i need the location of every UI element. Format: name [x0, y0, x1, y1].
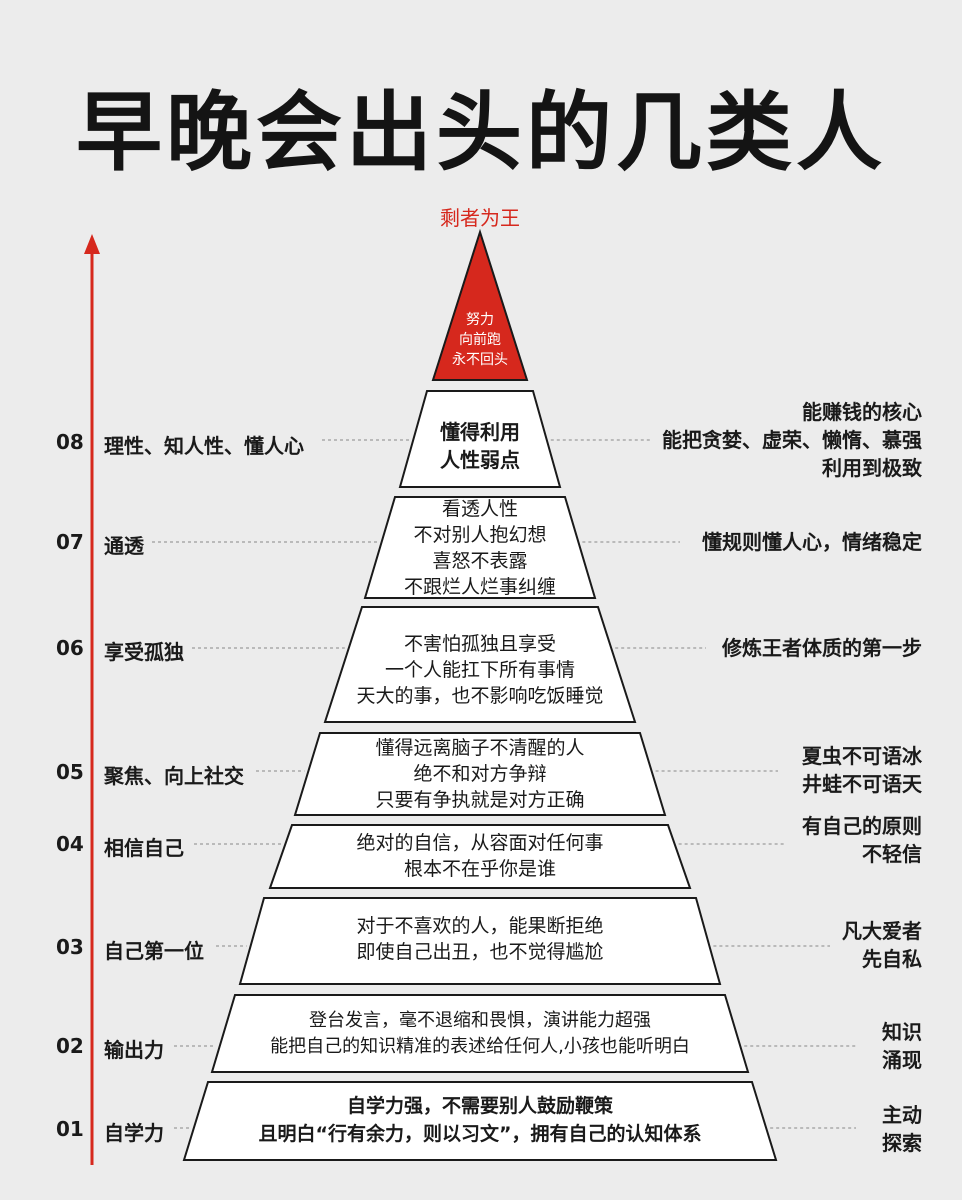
right-line: 利用到极致: [822, 456, 922, 480]
right-line: 先自私: [862, 947, 922, 971]
tier-line: 对于不喜欢的人，能果断拒绝: [356, 915, 604, 937]
tier-04-shape: [268, 824, 692, 889]
tier-line: 根本不在乎你是谁: [403, 858, 556, 880]
tier-06-shape: [323, 606, 637, 723]
tier-02-shape: [210, 994, 750, 1073]
tier-line: 绝对的自信，从容面对任何事: [356, 832, 604, 854]
tier-07-center: 看透人性 不对别人抱幻想 喜怒不表露 不跟烂人烂事纠缠: [380, 496, 580, 600]
tier-01-left-label: 自学力: [104, 1121, 164, 1145]
tier-line: 绝不和对方争辩: [413, 763, 547, 785]
tier-07-number: 07: [56, 530, 84, 554]
apex-text: 努力 向前跑 永不回头: [430, 310, 530, 370]
right-line: 主动: [882, 1103, 922, 1127]
right-line: 懂规则懂人心，情绪稳定: [702, 530, 922, 554]
tier-05-center: 懂得远离脑子不清醒的人 绝不和对方争辩 只要有争执就是对方正确: [330, 735, 630, 813]
tier-line: 人性弱点: [440, 448, 520, 472]
tier-07-shape: [363, 496, 597, 599]
tier-line: 即使自己出丑，也不觉得尴尬: [356, 941, 604, 963]
right-line: 有自己的原则: [802, 814, 922, 838]
tier-line: 懂得利用: [440, 420, 520, 444]
tier-04-center: 绝对的自信，从容面对任何事 根本不在乎你是谁: [300, 830, 660, 882]
tier-04-left-label: 相信自己: [104, 836, 184, 860]
apex-triangle: [431, 228, 529, 381]
tier-08-left-label: 理性、知人性、懂人心: [104, 434, 304, 458]
tier-02-right-label: 知识 涌现: [882, 1018, 922, 1074]
right-line: 能赚钱的核心: [802, 400, 922, 424]
tier-02-center: 登台发言，毫不退缩和畏惧，演讲能力超强 能把自己的知识精准的表述给任何人,小孩也…: [215, 1008, 745, 1060]
tier-line: 不跟烂人烂事纠缠: [403, 576, 556, 598]
tier-06-center: 不害怕孤独且享受 一个人能扛下所有事情 天大的事，也不影响吃饭睡觉: [340, 631, 620, 709]
tier-03-shape: [238, 897, 722, 985]
tier-01-right-label: 主动 探索: [882, 1101, 922, 1157]
tier-line: 喜怒不表露: [432, 550, 528, 572]
tier-04-number: 04: [56, 832, 84, 856]
tier-02-number: 02: [56, 1034, 84, 1058]
tier-08-number: 08: [56, 430, 84, 454]
right-line: 不轻信: [862, 842, 922, 866]
tier-02-left-label: 输出力: [104, 1038, 164, 1062]
progress-arrow-head: [84, 234, 100, 254]
tier-01-shape: [182, 1081, 778, 1161]
tier-08-shape: [398, 390, 562, 488]
right-line: 凡大爱者: [842, 919, 922, 943]
tier-line: 不对别人抱幻想: [413, 524, 547, 546]
tier-line: 能把自己的知识精准的表述给任何人,小孩也能听明白: [270, 1036, 690, 1057]
right-line: 涌现: [882, 1048, 922, 1072]
tier-line: 一个人能扛下所有事情: [384, 659, 575, 681]
right-line: 井蛙不可语天: [802, 772, 922, 796]
tier-line: 看透人性: [441, 498, 518, 520]
right-line: 夏虫不可语冰: [802, 744, 922, 768]
tier-04-right-label: 有自己的原则 不轻信: [802, 812, 922, 868]
tier-05-shape: [293, 732, 667, 816]
apex-label: 剩者为王: [440, 206, 520, 230]
tier-03-center: 对于不喜欢的人，能果断拒绝 即使自己出丑，也不觉得尴尬: [280, 913, 680, 965]
tier-06-left-label: 享受孤独: [104, 640, 184, 664]
right-line: 知识: [882, 1020, 922, 1044]
tier-05-left-label: 聚焦、向上社交: [104, 764, 244, 788]
tier-03-right-label: 凡大爱者 先自私: [842, 917, 922, 973]
apex-line: 努力: [466, 312, 494, 328]
right-line: 修炼王者体质的第一步: [722, 636, 922, 660]
tier-05-number: 05: [56, 760, 84, 784]
right-line: 探索: [882, 1131, 922, 1155]
apex-line: 向前跑: [459, 332, 501, 348]
tier-line: 不害怕孤独且享受: [403, 633, 556, 655]
tier-03-left-label: 自己第一位: [104, 939, 204, 963]
tier-line: 自学力强，不需要别人鼓励鞭策: [346, 1095, 613, 1117]
apex-line: 永不回头: [452, 352, 508, 368]
tier-line: 只要有争执就是对方正确: [375, 789, 585, 811]
tier-03-number: 03: [56, 935, 84, 959]
tier-07-right-label: 懂规则懂人心，情绪稳定: [702, 528, 922, 556]
page-title: 早晚会出头的几类人: [76, 83, 886, 183]
tier-line: 天大的事，也不影响吃饭睡觉: [356, 685, 604, 707]
tier-07-left-label: 通透: [104, 534, 144, 558]
tier-06-right-label: 修炼王者体质的第一步: [722, 634, 922, 662]
tier-08-center: 懂得利用 人性弱点: [400, 418, 560, 474]
tier-line: 登台发言，毫不退缩和畏惧，演讲能力超强: [309, 1010, 651, 1031]
tier-01-number: 01: [56, 1117, 84, 1141]
tier-05-right-label: 夏虫不可语冰 井蛙不可语天: [802, 742, 922, 798]
tier-08-right-label: 能赚钱的核心 能把贪婪、虚荣、懒惰、慕强 利用到极致: [662, 398, 922, 482]
tier-01-center: 自学力强，不需要别人鼓励鞭策 且明白“行有余力，则以习文”，拥有自己的认知体系: [195, 1092, 765, 1148]
tier-line: 且明白“行有余力，则以习文”，拥有自己的认知体系: [258, 1123, 702, 1145]
right-line: 能把贪婪、虚荣、懒惰、慕强: [662, 428, 922, 452]
tier-06-number: 06: [56, 636, 84, 660]
tier-line: 懂得远离脑子不清醒的人: [375, 737, 585, 759]
